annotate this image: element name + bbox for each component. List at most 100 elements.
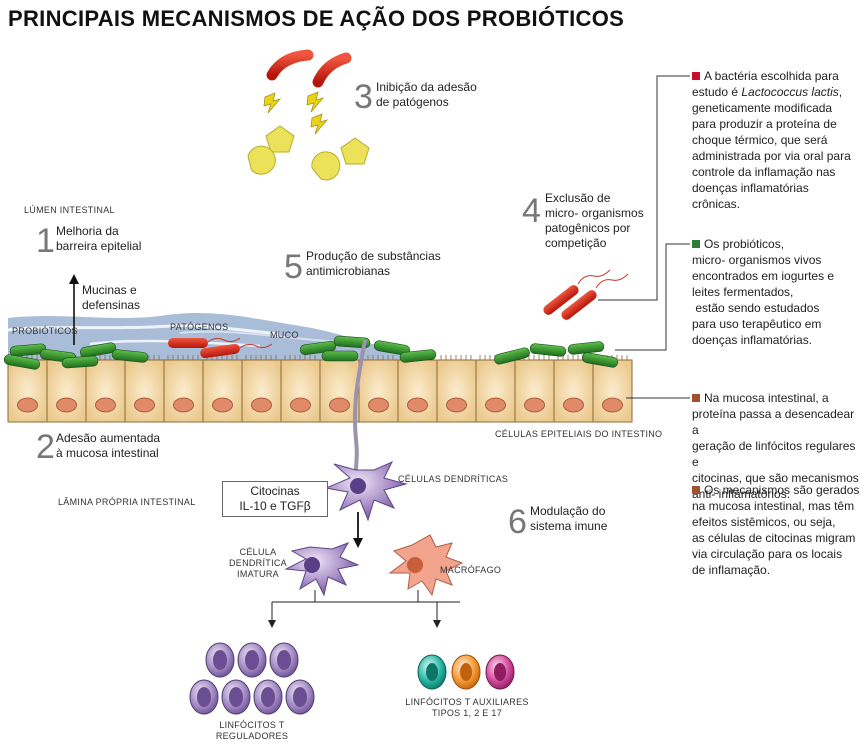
- epithelial-cell: [163, 359, 204, 423]
- epithelial-cell: [436, 359, 477, 423]
- pathogens-in-mucus: [168, 337, 273, 359]
- label-mucus: MUCO: [270, 330, 299, 340]
- label-lumen: LÚMEN INTESTINAL: [24, 205, 115, 215]
- side-note-3: Na mucosa intestinal, a proteína passa a…: [692, 390, 862, 502]
- side-note-3-line-3: geração de linfócitos regulares e: [692, 439, 856, 469]
- epithelial-cell: [46, 359, 87, 423]
- pathogen-bacteria-icon: [266, 49, 352, 88]
- mechanism-6-text: Modulação do sistema imune: [530, 504, 607, 534]
- probiotic-bacterium: [529, 343, 567, 357]
- side-note-1: A bactéria escolhida para estudo é Lacto…: [692, 68, 860, 212]
- mechanism-1-number: 1: [36, 222, 55, 260]
- side-note-2-line-2: micro- organismos vivos: [692, 253, 822, 267]
- side-note-4-line-5: via circulação para os locais: [692, 547, 843, 561]
- epithelial-cell: [592, 359, 633, 423]
- probiotic-bacterium: [333, 335, 371, 349]
- cell-nucleus: [485, 397, 506, 413]
- probiotic-bacterium: [111, 349, 149, 363]
- mechanism-1-line-2: barreira epitelial: [56, 239, 142, 253]
- cell-nucleus: [368, 397, 389, 413]
- cell-nucleus: [56, 397, 77, 413]
- side-note-3-line-5: anti- inflamatórios.: [692, 487, 791, 501]
- dendritic-cell-icon: [324, 460, 408, 522]
- label-immature-dc-1: CÉLULA: [239, 547, 277, 557]
- side-note-2-line-3: encontrados em iogurtes e: [692, 269, 835, 283]
- label-immature-dc: CÉLULA DENDRÍTICA IMATURA: [228, 547, 288, 580]
- mechanism-2-number: 2: [36, 428, 55, 466]
- mechanism-3-line-1: Inibição da adesão: [376, 80, 477, 94]
- mechanism-1-line-1: Melhoria da: [56, 224, 119, 238]
- epithelial-cell: [514, 359, 555, 423]
- label-th-1: LINFÓCITOS T AUXILIARES: [405, 697, 529, 707]
- side-note-1-line-8: doenças inflamatórias crônicas.: [692, 181, 809, 211]
- side-note-1-line-2: estudo é Lactococcus lactis,: [692, 84, 860, 100]
- side-note-1-line-5: choque térmico, que será: [692, 133, 828, 147]
- label-macrophage: MACRÓFAGO: [440, 565, 502, 575]
- mechanism-6-number: 6: [508, 503, 527, 541]
- side-note-2-line-6: para uso terapêutico em: [692, 317, 822, 331]
- side-note-3-line-2: proteína passa a desencadear a: [692, 407, 855, 437]
- mechanism-1-text: Melhoria da barreira epitelial: [56, 224, 141, 254]
- cell-nucleus: [251, 397, 272, 413]
- label-th: LINFÓCITOS T AUXILIARES TIPOS 1, 2 E 17: [402, 697, 532, 719]
- side-note-4-line-2: na mucosa intestinal, mas têm: [692, 499, 855, 513]
- probiotic-bacterium: [373, 340, 411, 356]
- side-note-2-line-5: estão sendo estudados: [692, 301, 820, 315]
- label-probiotics: PROBIÓTICOS: [12, 326, 78, 336]
- side-note-1-line-2-text: estudo é Lactococcus lactis,: [692, 85, 843, 99]
- side-note-2-line-1: Os probióticos,: [704, 237, 785, 251]
- mechanism-5-text: Produção de substâncias antimicrobianas: [306, 249, 441, 279]
- helper-lymphocyte-icons: [417, 654, 515, 690]
- mechanism-4-line-2: micro- organismos: [545, 206, 644, 220]
- side-note-4-line-6: de inflamação.: [692, 563, 771, 577]
- probiotic-bacterium: [3, 354, 41, 370]
- mechanism-5-line-2: antimicrobianas: [306, 264, 391, 278]
- cell-nucleus: [212, 397, 233, 413]
- probiotic-bacterium: [494, 347, 530, 365]
- cell-nucleus: [134, 397, 155, 413]
- probiotic-bacterium: [581, 352, 619, 368]
- side-note-4-line-4: as células de citocinas migram: [692, 531, 856, 545]
- side-note-2: Os probióticos, micro- organismos vivos …: [692, 236, 860, 348]
- label-mucins-1: Mucinas e: [82, 283, 137, 297]
- side-note-3-line-1: Na mucosa intestinal, a: [704, 391, 829, 405]
- cell-nucleus: [446, 397, 467, 413]
- mechanism-3-text: Inibição da adesão de patógenos: [376, 80, 477, 110]
- macrophage-icon: [388, 534, 464, 597]
- probiotic-bacterium: [9, 343, 47, 357]
- cell-nucleus: [602, 397, 623, 413]
- cell-nucleus: [290, 397, 311, 413]
- side-note-1-line-3: geneticamente modificada: [692, 101, 833, 115]
- competing-pathogens: [543, 269, 629, 320]
- immature-dendritic-cell-icon: [284, 542, 360, 597]
- label-immature-dc-3: IMATURA: [237, 569, 279, 579]
- label-th-2: TIPOS 1, 2 E 17: [431, 708, 503, 718]
- label-mucins-2: defensinas: [82, 298, 141, 312]
- mechanism-4-number: 4: [522, 192, 541, 230]
- epithelial-cell: [124, 359, 165, 423]
- mechanism-5-line-1: Produção de substâncias: [306, 249, 441, 263]
- cell-nucleus: [407, 397, 428, 413]
- mechanism-4-line-4: competição: [545, 236, 607, 250]
- side-note-2-line-7: doenças inflamatórias.: [692, 333, 813, 347]
- lightning-icon: [263, 91, 329, 135]
- side-note-1-line-7: controle da inflamação nas: [692, 165, 836, 179]
- cytokines-line-1: Citocinas: [250, 484, 300, 498]
- probiotic-bacterium: [61, 355, 99, 369]
- red-square-icon: [692, 72, 700, 80]
- cell-nucleus: [173, 397, 194, 413]
- cell-nucleus: [95, 397, 116, 413]
- mechanism-4-line-3: patogênicos por: [545, 221, 631, 235]
- epithelial-cell: [85, 359, 126, 423]
- mechanism-2-line-2: à mucosa intestinal: [56, 446, 159, 460]
- lymphocyte-icon: [189, 642, 315, 715]
- label-treg: LINFÓCITOS T REGULADORES: [212, 720, 292, 742]
- cell-nucleus: [524, 397, 545, 413]
- cell-nucleus: [329, 397, 350, 413]
- mechanism-4-line-1: Exclusão de: [545, 191, 611, 205]
- mechanism-3-line-2: de patógenos: [376, 95, 449, 109]
- mechanism-6-line-2: sistema imune: [530, 519, 608, 533]
- label-treg-2: REGULADORES: [215, 731, 289, 741]
- label-lamina-propria: LÂMINA PRÓPRIA INTESTINAL: [58, 497, 196, 507]
- label-mucins: Mucinas e defensinas: [82, 283, 140, 313]
